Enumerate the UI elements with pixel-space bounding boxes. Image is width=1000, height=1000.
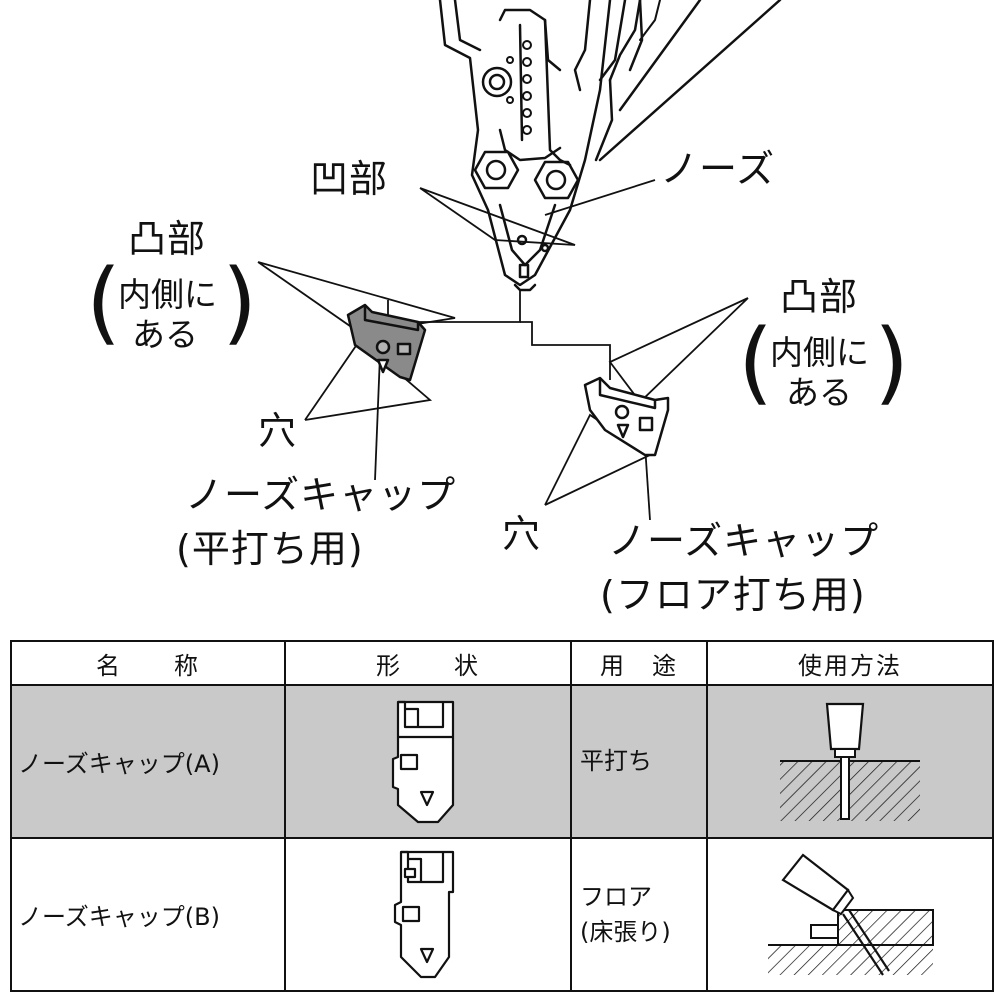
paren-open-left: ( (86, 250, 122, 355)
cap-a-shape-drawing (391, 700, 455, 823)
row-b-method (706, 837, 994, 992)
row-b-use-line1: フロア (580, 882, 652, 911)
paren-close-left: ) (222, 250, 258, 355)
table-header-row: 名 称 形 状 用 途 使用方法 (10, 640, 994, 686)
nose-cap-table: 名 称 形 状 用 途 使用方法 ノーズキャップ(A) 平打ち (10, 640, 994, 992)
row-a-method (706, 684, 994, 839)
leader-lines (257, 179, 749, 521)
label-inside-left-2: ある (132, 315, 198, 354)
nose-cap-flat-illustration (346, 303, 427, 382)
header-use: 用 途 (570, 640, 708, 686)
label-recess: 凹部 (310, 157, 389, 201)
row-b-shape (284, 837, 572, 992)
label-nose: ノーズ (660, 147, 776, 191)
paren-close-right: ) (874, 310, 910, 415)
label-inside-left-1: 内側に (118, 275, 217, 314)
label-protrusion-left: 凸部 (128, 217, 207, 261)
header-shape: 形 状 (284, 640, 572, 686)
label-hole-right: 穴 (502, 512, 542, 556)
row-a-shape (284, 684, 572, 839)
row-b-use-line2: (床張り) (580, 917, 671, 946)
header-method: 使用方法 (706, 640, 994, 686)
row-b-name: ノーズキャップ(B) (10, 837, 286, 992)
row-a-name: ノーズキャップ(A) (10, 684, 286, 839)
flat-nailing-drawing (780, 702, 920, 821)
label-cap-flat-2: (平打ち用) (176, 527, 364, 571)
table-row: ノーズキャップ(A) 平打ち (10, 684, 994, 839)
row-b-use: フロア (床張り) (570, 837, 708, 992)
label-cap-floor-2: (フロア打ち用) (600, 573, 866, 617)
label-cap-floor-1: ノーズキャップ (608, 519, 880, 563)
adjust-holes (506, 40, 532, 135)
hex-bolt-left (473, 150, 520, 190)
label-cap-flat-1: ノーズキャップ (185, 473, 457, 517)
floor-nailing-drawing (767, 852, 934, 976)
row-a-use-text: 平打ち (580, 747, 652, 776)
cap-b-shape-drawing (393, 850, 455, 979)
row-a-use: 平打ち (570, 684, 708, 839)
nose-cap-floor-illustration (583, 376, 670, 457)
hex-bolt-right (533, 160, 580, 200)
nailer-nose-illustration (257, 0, 782, 521)
tool-body (438, 0, 612, 287)
label-protrusion-right: 凸部 (780, 275, 859, 319)
header-name: 名 称 (10, 640, 286, 686)
label-inside-right-2: ある (786, 373, 852, 412)
label-inside-right-1: 内側に (770, 333, 869, 372)
label-hole-left: 穴 (258, 409, 298, 453)
paren-open-right: ( (738, 310, 774, 415)
table-row: ノーズキャップ(B) フロア (床張り) (10, 837, 994, 992)
